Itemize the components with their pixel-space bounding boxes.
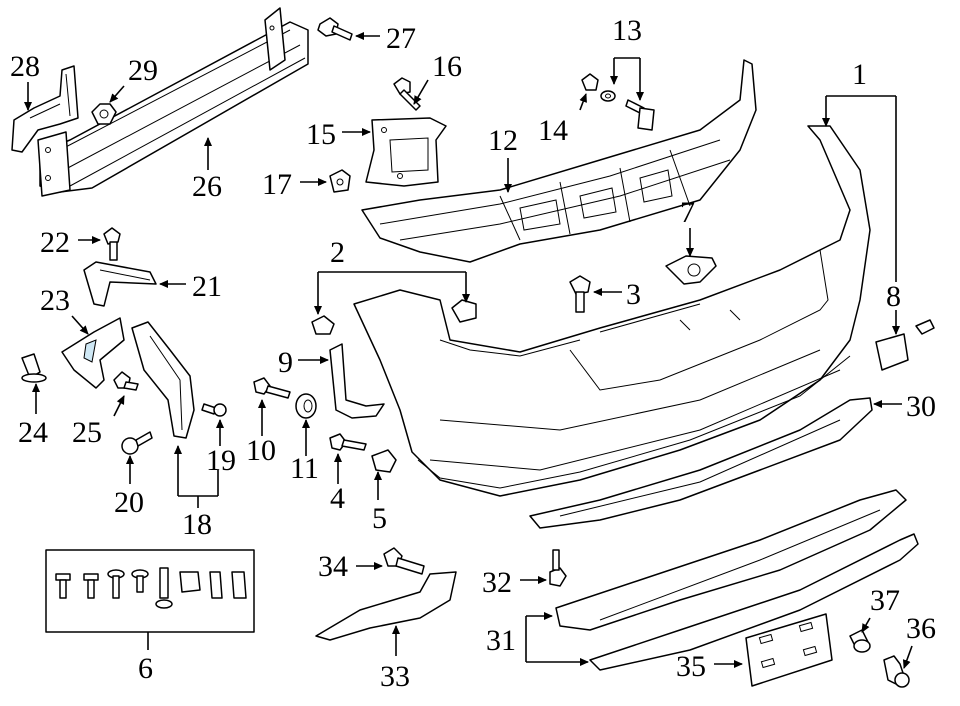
callout-26: 26 — [192, 170, 222, 203]
callout-7: 7 — [680, 196, 695, 229]
part-32-bolt — [549, 549, 567, 587]
callout-27: 27 — [386, 22, 416, 55]
part-13-washer-stud — [600, 90, 655, 131]
part-29-nut — [91, 103, 117, 125]
part-9-bracket — [329, 343, 385, 419]
callout-16: 16 — [432, 50, 462, 83]
callout-36: 36 — [906, 612, 936, 645]
callout-13: 13 — [612, 14, 642, 47]
callout-34: 34 — [318, 550, 348, 583]
part-4-bolt — [329, 433, 367, 451]
part-30-lower-trim — [529, 397, 873, 529]
part-33-bracket — [315, 571, 457, 641]
callout-labels: 1 2 3 4 5 6 7 8 9 10 11 12 13 14 15 16 1… — [10, 14, 936, 693]
part-17-clip — [329, 169, 351, 193]
part-14-nut — [581, 73, 599, 91]
callout-11: 11 — [290, 452, 319, 485]
part-12-energy-absorber — [361, 59, 757, 263]
callout-21: 21 — [192, 270, 222, 303]
callout-23: 23 — [40, 284, 70, 317]
callout-31: 31 — [486, 624, 516, 657]
part-2-clips — [311, 299, 477, 335]
callout-37: 37 — [870, 584, 900, 617]
part-7-plug — [665, 255, 717, 285]
callout-25: 25 — [72, 416, 102, 449]
callout-35: 35 — [676, 650, 706, 683]
part-24-clip — [21, 353, 47, 383]
part-34-bolt — [383, 547, 425, 575]
part-11-grommet — [295, 393, 317, 419]
part-25-screw — [113, 371, 139, 391]
part-21-bracket — [83, 261, 157, 307]
callout-12: 12 — [488, 124, 518, 157]
part-37-bushing — [849, 629, 871, 653]
callout-19: 19 — [206, 444, 236, 477]
callout-30: 30 — [906, 390, 936, 423]
part-35-plate-bracket — [745, 613, 833, 687]
part-31-valance — [555, 489, 919, 671]
part-20-screw — [121, 431, 153, 455]
part-19-screw — [201, 403, 227, 417]
callout-4: 4 — [330, 482, 345, 515]
part-16-bolt — [393, 77, 421, 111]
part-3-bolt — [569, 275, 591, 313]
callout-14: 14 — [538, 114, 568, 147]
part-28-bracket — [11, 65, 79, 153]
part-22-bolt — [103, 227, 121, 261]
callout-3: 3 — [626, 278, 641, 311]
callout-2: 2 — [330, 236, 345, 269]
part-5-grommet — [371, 449, 397, 473]
callout-29: 29 — [128, 54, 158, 87]
part-27-bolt — [317, 17, 353, 41]
callout-8: 8 — [886, 280, 901, 313]
callout-9: 9 — [278, 346, 293, 379]
callout-10: 10 — [246, 434, 276, 467]
callout-24: 24 — [18, 416, 48, 449]
callout-28: 28 — [10, 50, 40, 83]
part-36-screw — [883, 655, 910, 688]
callout-18: 18 — [182, 508, 212, 541]
callout-5: 5 — [372, 502, 387, 535]
callout-1: 1 — [852, 58, 867, 91]
part-1-bumper-cover — [353, 125, 871, 497]
part-6-hardware-kit — [45, 549, 255, 633]
callout-6: 6 — [138, 652, 153, 685]
part-8-cover — [875, 319, 935, 371]
callout-17: 17 — [262, 168, 292, 201]
callout-32: 32 — [482, 566, 512, 599]
leader-lines — [24, 32, 913, 669]
callout-15: 15 — [306, 118, 336, 151]
callout-22: 22 — [40, 226, 70, 259]
part-26-reinforcement-bar — [37, 7, 309, 197]
part-23-bracket — [61, 317, 125, 389]
callout-20: 20 — [114, 486, 144, 519]
part-18-bracket — [131, 321, 195, 439]
part-10-bolt — [253, 377, 291, 399]
part-15-bracket — [365, 117, 447, 187]
callout-33: 33 — [380, 660, 410, 693]
